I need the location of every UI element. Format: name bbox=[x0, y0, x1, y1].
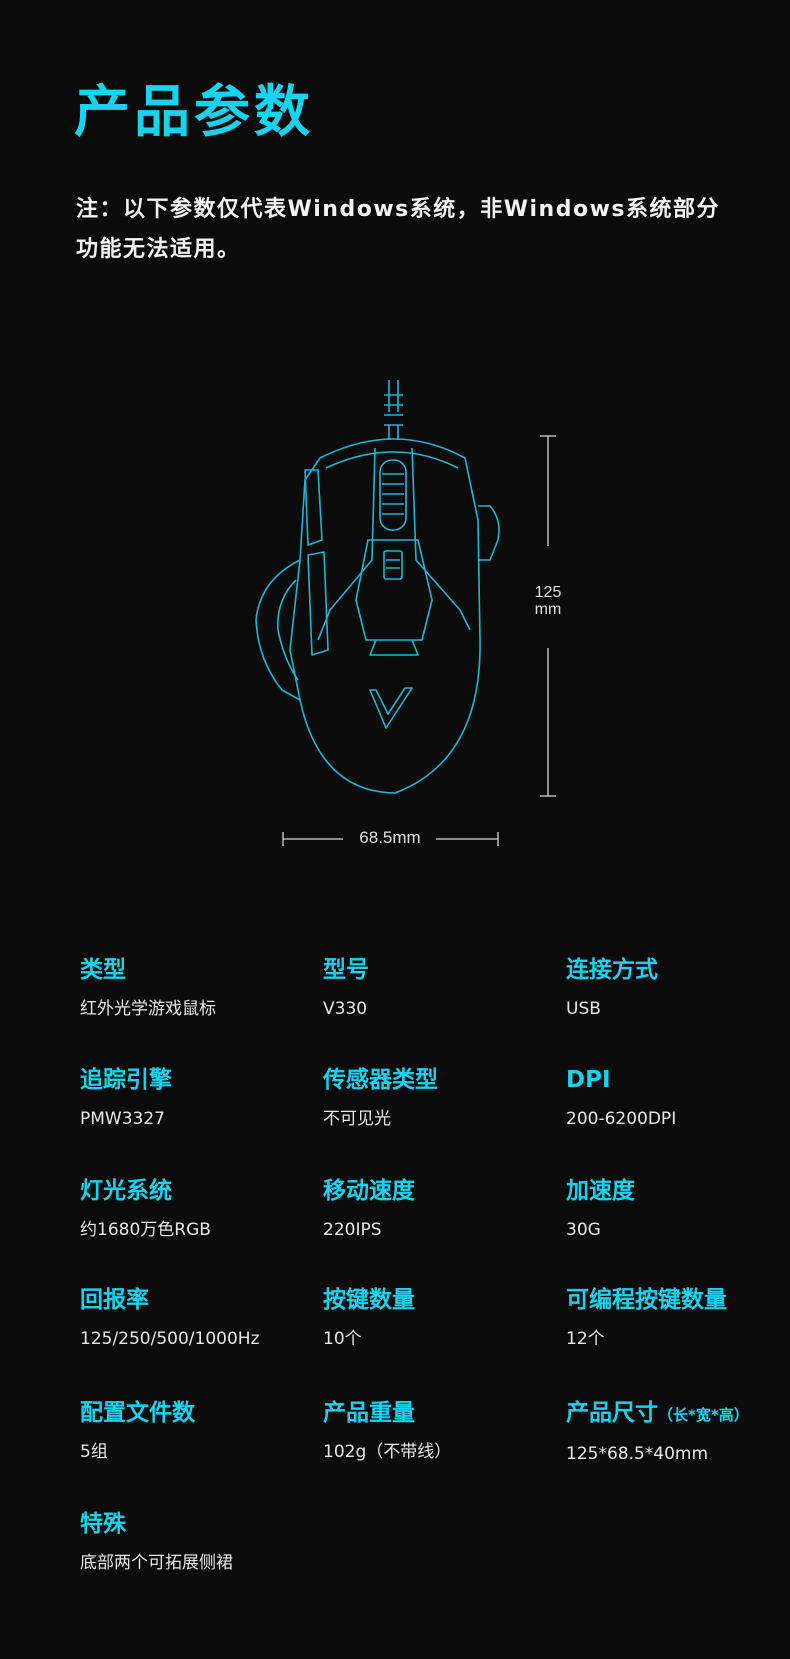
spec-label: 传感器类型 bbox=[323, 1067, 438, 1093]
spec-label: 追踪引擎 bbox=[80, 1067, 172, 1093]
spec-value: V330 bbox=[323, 999, 368, 1019]
spec-label: 型号 bbox=[323, 957, 369, 983]
spec-label: DPI bbox=[566, 1067, 611, 1093]
spec-model: 型号 V330 bbox=[323, 955, 563, 1021]
spec-speed: 移动速度 220IPS bbox=[323, 1176, 563, 1242]
spec-value: 约1680万色RGB bbox=[80, 1220, 211, 1240]
spec-label: 产品重量 bbox=[323, 1400, 415, 1426]
dimension-width-label: 68.5mm bbox=[359, 828, 421, 847]
spec-type: 类型 红外光学游戏鼠标 bbox=[80, 955, 320, 1021]
spec-label-main: 产品尺寸 bbox=[566, 1400, 658, 1426]
spec-label: 产品尺寸（长*宽*高） bbox=[566, 1398, 790, 1430]
dimension-height-value: 125 bbox=[534, 584, 562, 601]
spec-label: 加速度 bbox=[566, 1178, 635, 1204]
dimension-height-unit: mm bbox=[534, 601, 562, 618]
spec-special: 特殊 底部两个可拓展侧裙 bbox=[80, 1509, 320, 1575]
page-title: 产品参数 bbox=[74, 80, 314, 145]
spec-connection: 连接方式 USB bbox=[566, 955, 790, 1021]
compatibility-note: 注：以下参数仅代表Windows系统，非Windows系统部分功能无法适用。 bbox=[76, 197, 721, 262]
spec-value: 220IPS bbox=[323, 1220, 382, 1240]
mouse-diagram: 125 mm 68.5mm bbox=[0, 360, 790, 860]
spec-value: 12个 bbox=[566, 1329, 605, 1349]
spec-polling-rate: 回报率 125/250/500/1000Hz bbox=[80, 1285, 320, 1351]
spec-value: 5组 bbox=[80, 1442, 108, 1462]
spec-value: 102g（不带线） bbox=[323, 1442, 452, 1462]
spec-value: 125/250/500/1000Hz bbox=[80, 1329, 260, 1349]
spec-label: 按键数量 bbox=[323, 1287, 415, 1313]
spec-programmable-buttons: 可编程按键数量 12个 bbox=[566, 1285, 790, 1351]
spec-label: 连接方式 bbox=[566, 957, 658, 983]
spec-value: 底部两个可拓展侧裙 bbox=[80, 1553, 233, 1573]
spec-value: 30G bbox=[566, 1220, 601, 1240]
spec-sensor-type: 传感器类型 不可见光 bbox=[323, 1065, 563, 1131]
spec-label: 移动速度 bbox=[323, 1178, 415, 1204]
spec-value: 10个 bbox=[323, 1329, 362, 1349]
spec-dpi: DPI 200-6200DPI bbox=[566, 1065, 790, 1131]
spec-tracking-engine: 追踪引擎 PMW3327 bbox=[80, 1065, 320, 1131]
spec-label: 可编程按键数量 bbox=[566, 1287, 727, 1313]
spec-button-count: 按键数量 10个 bbox=[323, 1285, 563, 1351]
mouse-outline-illustration bbox=[255, 380, 556, 846]
spec-profiles: 配置文件数 5组 bbox=[80, 1398, 320, 1464]
spec-label: 灯光系统 bbox=[80, 1178, 172, 1204]
spec-value: PMW3327 bbox=[80, 1109, 165, 1129]
spec-label: 配置文件数 bbox=[80, 1400, 195, 1426]
spec-label-sub: （长*宽*高） bbox=[658, 1406, 749, 1424]
spec-value: 200-6200DPI bbox=[566, 1109, 677, 1129]
spec-label: 类型 bbox=[80, 957, 126, 983]
spec-dimensions: 产品尺寸（长*宽*高） 125*68.5*40mm bbox=[566, 1398, 790, 1466]
spec-acceleration: 加速度 30G bbox=[566, 1176, 790, 1242]
spec-value: 125*68.5*40mm bbox=[566, 1444, 709, 1464]
spec-label: 回报率 bbox=[80, 1287, 149, 1313]
dimension-height-label: 125 mm bbox=[528, 584, 568, 618]
spec-lighting: 灯光系统 约1680万色RGB bbox=[80, 1176, 320, 1242]
spec-label: 特殊 bbox=[80, 1511, 126, 1537]
spec-value: 不可见光 bbox=[323, 1109, 391, 1129]
spec-value: USB bbox=[566, 999, 601, 1019]
spec-value: 红外光学游戏鼠标 bbox=[80, 999, 216, 1019]
spec-weight: 产品重量 102g（不带线） bbox=[323, 1398, 563, 1464]
